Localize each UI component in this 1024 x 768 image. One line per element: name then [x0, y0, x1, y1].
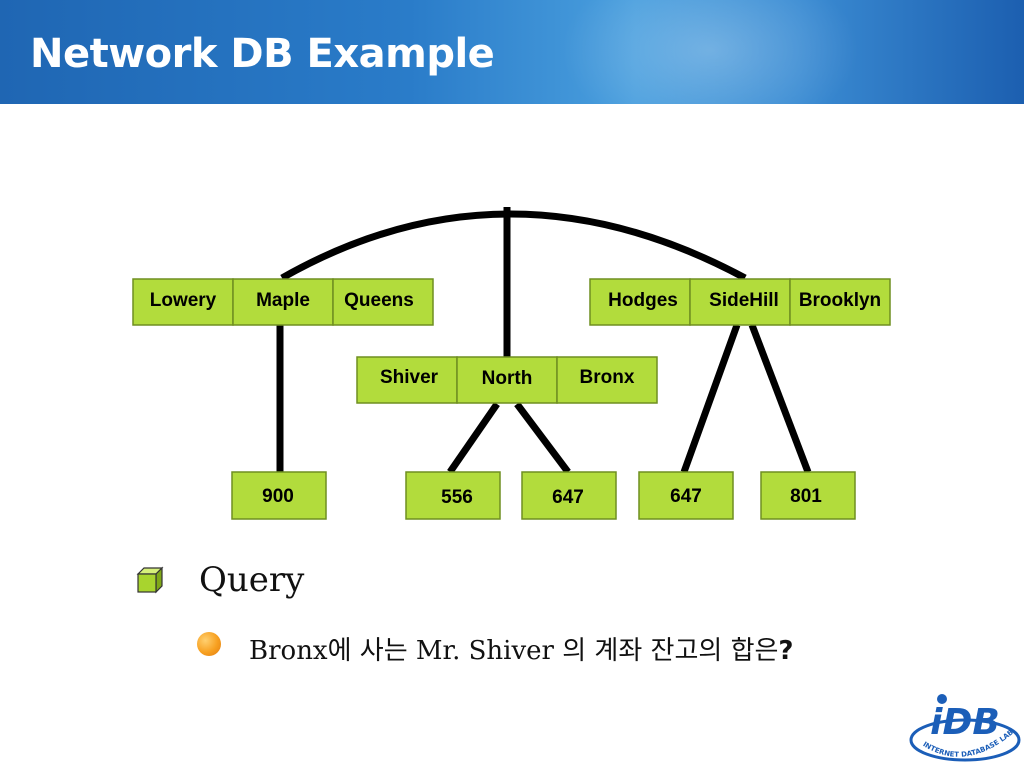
account-box	[231, 471, 327, 520]
account-647-north: 647	[552, 487, 584, 508]
account-556: 556	[441, 487, 473, 508]
cell-shiver: Shiver	[380, 367, 439, 388]
cell-box	[356, 356, 458, 404]
account-801: 801	[790, 486, 822, 507]
orange-dot-bullet-icon	[197, 632, 221, 656]
record-lowery-maple-queens: Lowery Maple Queens	[132, 278, 434, 326]
record-shiver-north-bronx: Shiver North Bronx	[356, 356, 658, 404]
cell-bronx: Bronx	[580, 367, 635, 388]
cell-box	[689, 278, 791, 326]
cell-box	[332, 278, 434, 326]
cell-north: North	[482, 368, 533, 389]
cell-brooklyn: Brooklyn	[799, 290, 881, 311]
account-box	[521, 471, 617, 520]
line-sidehill-801	[748, 323, 812, 474]
cube-bullet-icon	[136, 566, 164, 594]
question-mark: ?	[778, 636, 794, 666]
record-hodges-sidehill-brooklyn: Hodges SideHill Brooklyn	[589, 278, 891, 326]
cell-box	[589, 278, 691, 326]
account-900: 900	[262, 486, 294, 507]
cell-maple: Maple	[256, 290, 310, 311]
account-647-sidehill: 647	[670, 486, 702, 507]
cell-hodges: Hodges	[608, 290, 678, 311]
cell-lowery: Lowery	[150, 290, 217, 311]
query-question-text: Bronx에 사는 Mr. Shiver 의 계좌 잔고의 합은	[249, 636, 779, 666]
line-north-556	[447, 402, 500, 474]
cell-box	[789, 278, 891, 326]
account-box	[638, 471, 734, 520]
slide-header: Network DB Example	[0, 0, 1024, 104]
cell-box	[232, 278, 334, 326]
bullet-query-text: Bronx에 사는 Mr. Shiver 의 계좌 잔고의 합은?	[249, 630, 794, 667]
cell-queens: Queens	[344, 290, 414, 311]
cell-sidehill: SideHill	[709, 290, 779, 311]
network-diagram: Lowery Maple Queens Shiver North Bronx H…	[132, 207, 891, 520]
bullet-query: Query	[199, 560, 305, 600]
slide-title: Network DB Example	[30, 31, 495, 77]
account-box	[760, 471, 856, 520]
account-box	[405, 471, 501, 520]
line-north-647	[514, 401, 571, 475]
connector-lines	[276, 207, 812, 475]
logo-mark: iDB	[930, 702, 1000, 743]
line-sidehill-647	[680, 323, 741, 474]
idb-logo-icon: INTERNET DATABASE LAB iDB	[909, 694, 1021, 762]
account-boxes: 900 556 647 647 801	[231, 471, 856, 520]
arc-connector	[280, 210, 747, 282]
cell-box	[556, 356, 658, 404]
